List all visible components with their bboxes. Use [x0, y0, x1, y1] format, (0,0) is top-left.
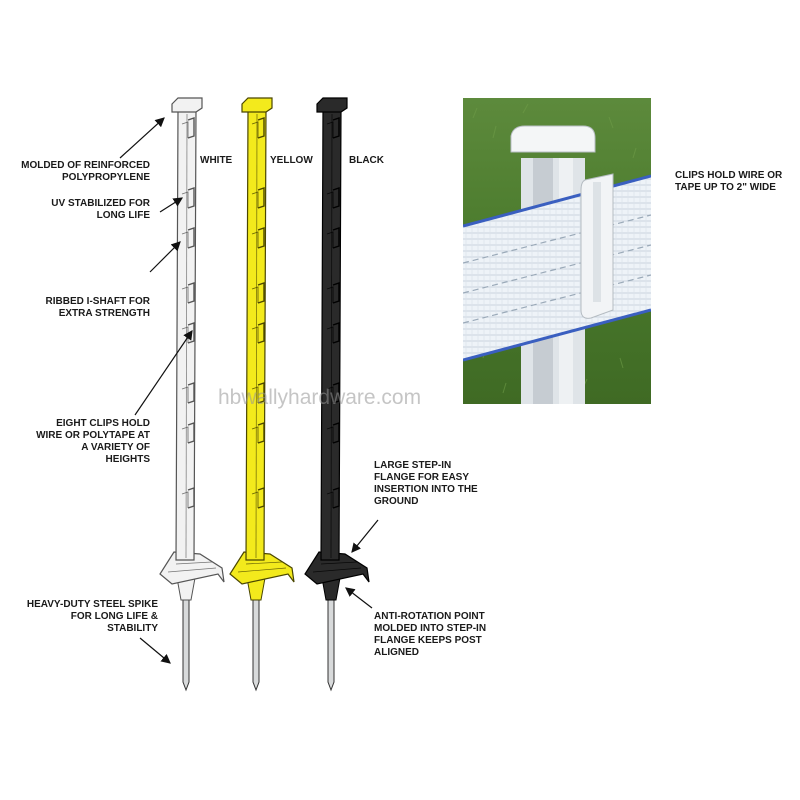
wire-clip: [187, 227, 195, 249]
arrow-material: [119, 117, 165, 159]
callout-spike: HEAVY-DUTY STEEL SPIKE FOR LONG LIFE & S…: [26, 599, 158, 634]
wire-clip: [257, 187, 265, 209]
wire-clip: [332, 322, 340, 344]
wire-clip: [332, 487, 340, 509]
wire-clip: [257, 422, 265, 444]
watermark-text: hbwallyhardware.com: [218, 386, 422, 409]
wire-clip: [187, 117, 195, 139]
post-label-white: WHITE: [200, 155, 233, 166]
wire-clip: [332, 227, 340, 249]
wire-clip: [257, 322, 265, 344]
wire-clip: [332, 422, 340, 444]
wire-clip: [257, 382, 265, 404]
wire-clip: [332, 187, 340, 209]
callout-arrows: [119, 117, 379, 664]
wire-clip: [257, 227, 265, 249]
clip-photo-illustration: [463, 98, 651, 404]
wire-clip: [257, 487, 265, 509]
wire-clip: [257, 282, 265, 304]
callout-clip-photo: CLIPS HOLD WIRE OR TAPE UP TO 2" WIDE: [675, 170, 783, 193]
wire-clip: [187, 422, 195, 444]
arrow-spike: [139, 637, 171, 664]
post-cap: [241, 97, 273, 113]
post-cap: [171, 97, 203, 113]
wire-clip: [187, 322, 195, 344]
wire-clip: [332, 382, 340, 404]
wire-clip: [187, 382, 195, 404]
arrow-uv: [159, 197, 184, 213]
steel-spike: [182, 597, 190, 692]
wire-clip: [187, 282, 195, 304]
callout-material: MOLDED OF REINFORCED POLYPROPYLENE: [21, 160, 150, 183]
post-cap: [316, 97, 348, 113]
wire-clip: [332, 282, 340, 304]
callout-flange: LARGE STEP-IN FLANGE FOR EASY INSERTION …: [374, 460, 478, 507]
post-label-yellow: YELLOW: [270, 155, 313, 166]
steel-spike: [252, 597, 260, 692]
wire-clip: [332, 117, 340, 139]
wire-clip: [187, 187, 195, 209]
post-label-black: BLACK: [349, 155, 384, 166]
arrow-flange: [351, 519, 379, 553]
wire-clip: [187, 487, 195, 509]
post-white: [159, 97, 225, 692]
post-yellow: [229, 97, 295, 692]
arrow-clips: [134, 330, 193, 416]
callout-uv: UV STABILIZED FOR LONG LIFE: [51, 198, 150, 221]
post-black: [304, 97, 370, 692]
callout-clips: EIGHT CLIPS HOLD WIRE OR POLYTAPE AT A V…: [36, 418, 150, 465]
clip-photo: [463, 98, 651, 404]
wire-clip: [257, 117, 265, 139]
arrow-antirotation: [345, 587, 373, 609]
arrow-shaft: [149, 241, 181, 273]
callout-shaft: RIBBED I-SHAFT FOR EXTRA STRENGTH: [45, 296, 150, 319]
callout-antirotation: ANTI-ROTATION POINT MOLDED INTO STEP-IN …: [374, 611, 487, 658]
steel-spike: [327, 597, 335, 692]
